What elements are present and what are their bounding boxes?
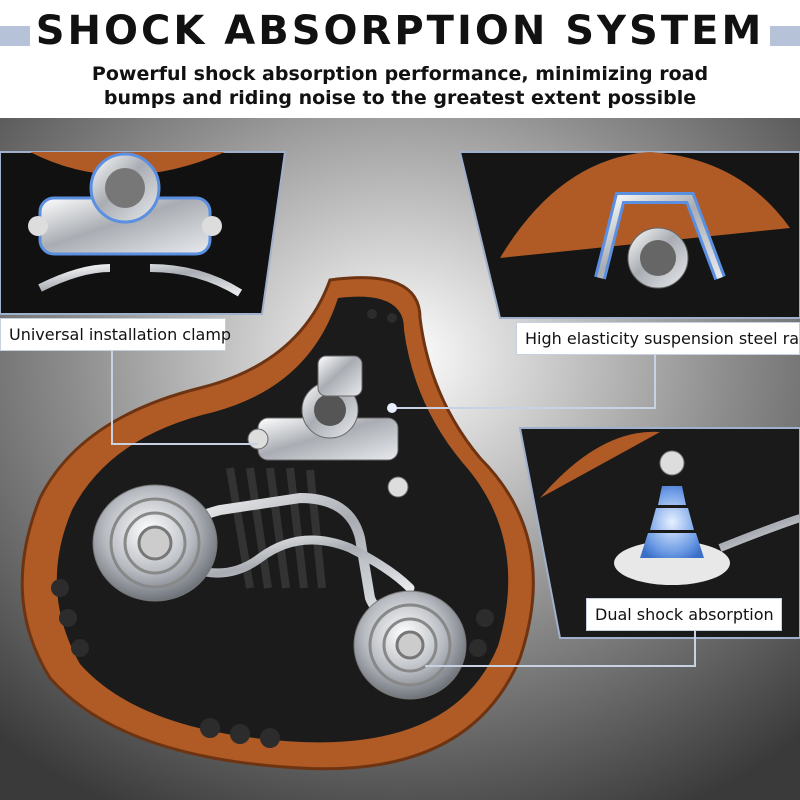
- callout-rail-text: High elasticity suspension steel rail: [525, 329, 800, 348]
- spring-right: [353, 590, 467, 700]
- subtitle-line-1: Powerful shock absorption performance, m…: [91, 63, 709, 85]
- inset-spring: [518, 427, 800, 639]
- inset-rail: [458, 151, 800, 319]
- spring-left: [92, 484, 218, 602]
- title-text: SHOCK ABSORPTION SYSTEM: [29, 8, 771, 54]
- callout-clamp-label: Universal installation clamp: [0, 318, 231, 351]
- page-title: SHOCK ABSORPTION SYSTEM: [0, 8, 800, 54]
- seat-clamp: [247, 355, 409, 498]
- callout-shock-label: Dual shock absorption: [586, 598, 782, 631]
- product-photo: [0, 118, 800, 800]
- subtitle-line-2: bumps and riding noise to the greatest e…: [103, 87, 697, 109]
- inset-clamp: [0, 151, 287, 315]
- callout-rail-label: High elasticity suspension steel rail: [516, 322, 800, 355]
- subtitle: Powerful shock absorption performance, m…: [40, 62, 760, 110]
- header: SHOCK ABSORPTION SYSTEM Powerful shock a…: [0, 0, 800, 118]
- callout-clamp-text: Universal installation clamp: [9, 325, 232, 344]
- callout-shock-text: Dual shock absorption: [595, 605, 774, 624]
